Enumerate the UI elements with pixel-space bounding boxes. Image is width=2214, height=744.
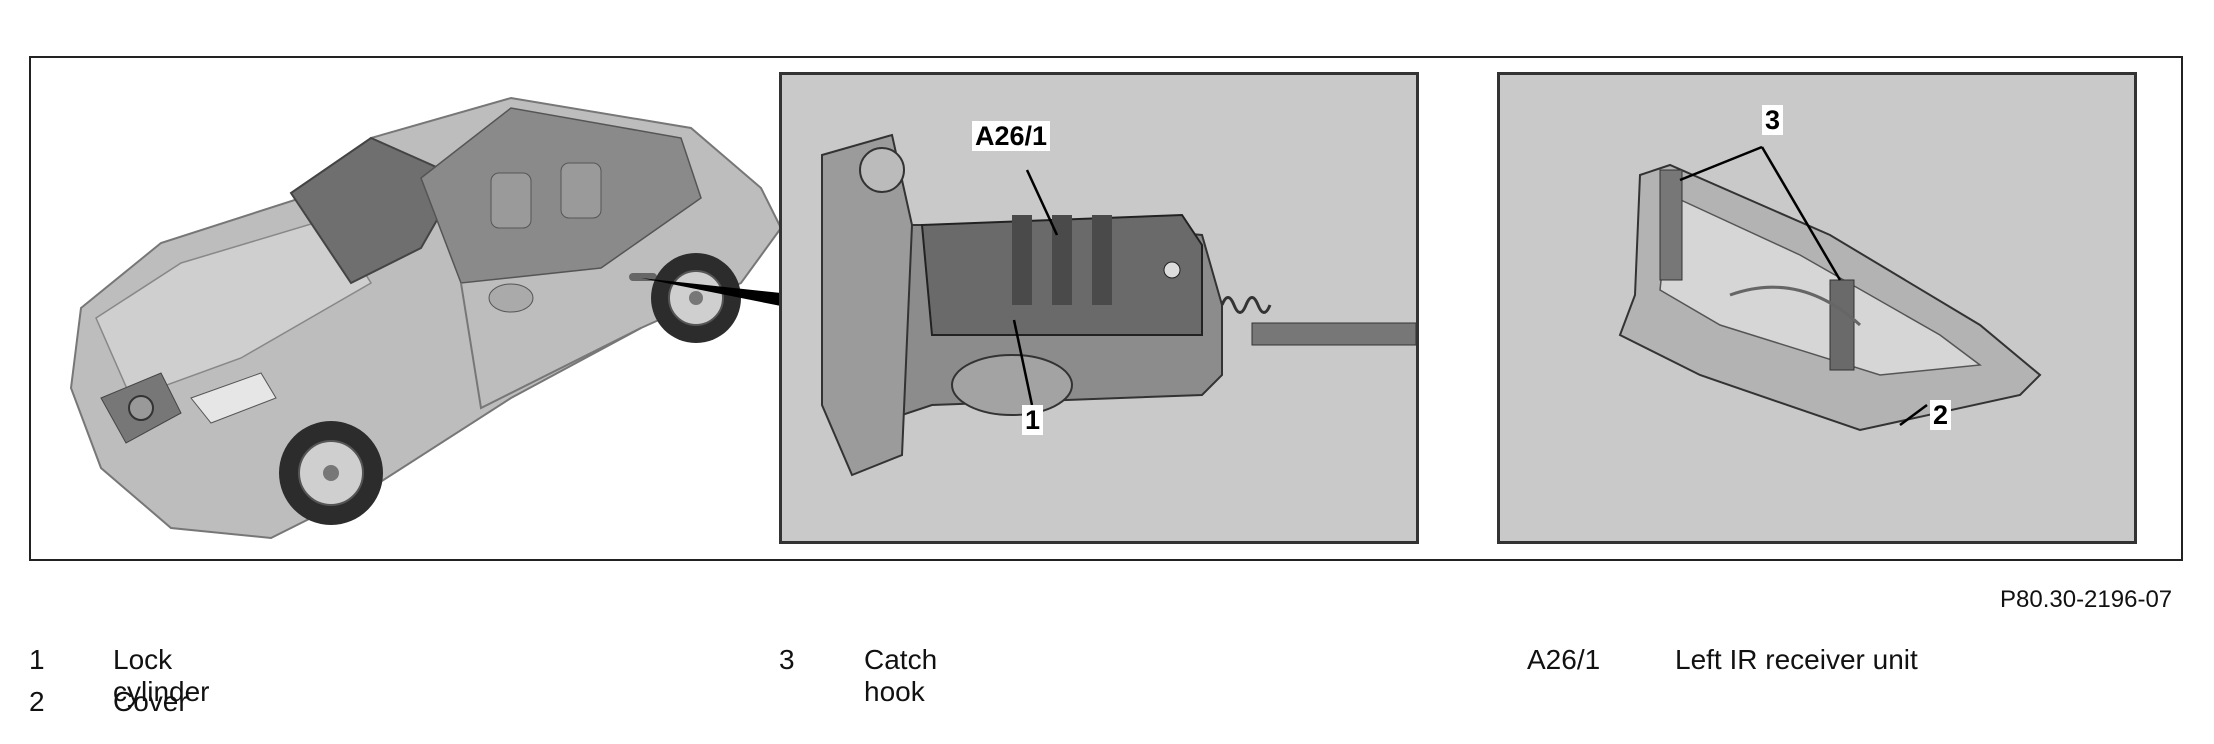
figure-frame: A26/1 1 3 2 (29, 56, 2183, 561)
legend-key: A26/1 (1527, 644, 1601, 675)
legend-key: 1 (29, 644, 45, 675)
callout-1: 1 (1022, 405, 1044, 435)
callout-3: 3 (1762, 105, 1784, 135)
lock-cylinder-panel: A26/1 1 (779, 72, 1419, 544)
legend-text: Cover (113, 686, 188, 717)
legend-text: Lock cylinder (113, 644, 210, 707)
callout-a26-1: A26/1 (972, 121, 1051, 151)
legend-text: Left IR receiver unit (1675, 644, 1918, 675)
callout-2: 2 (1930, 400, 1952, 430)
legend-key: 2 (29, 686, 45, 717)
figure-reference-code: P80.30-2196-07 (2000, 586, 2173, 613)
cover-panel: 3 2 (1497, 72, 2137, 544)
legend-key: 3 (779, 644, 795, 675)
legend-text: Catch hook (864, 644, 938, 707)
car-illustration (41, 68, 801, 558)
